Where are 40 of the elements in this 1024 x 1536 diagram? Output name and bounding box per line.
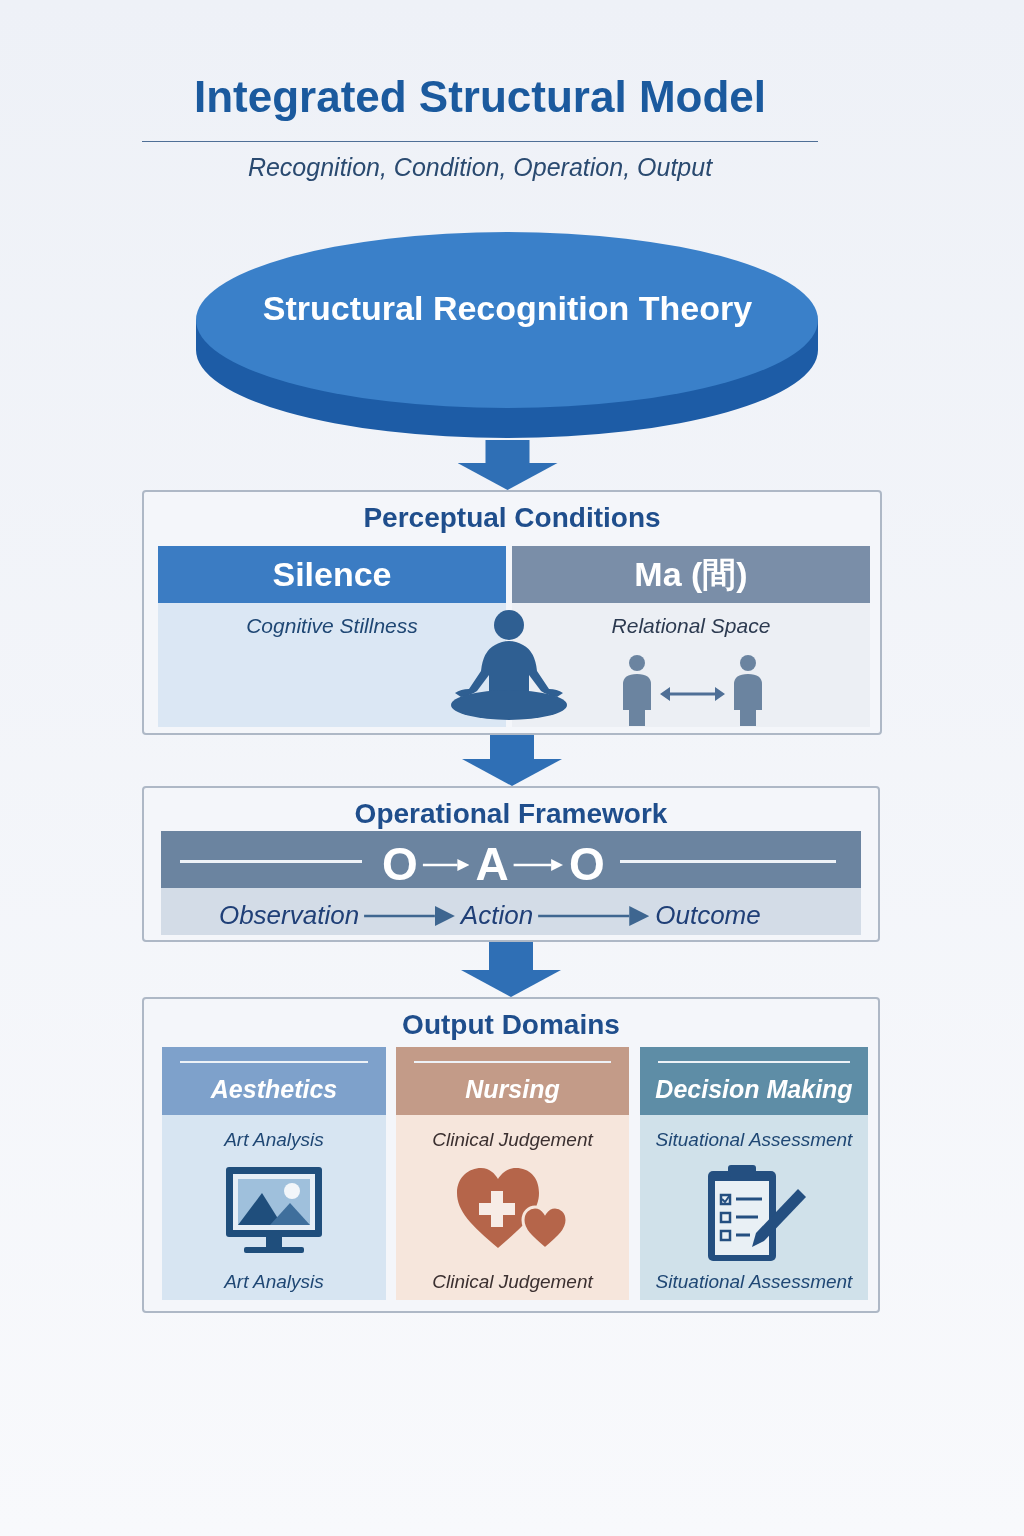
subtitle: Recognition, Condition, Operation, Output xyxy=(246,153,714,182)
domain-card xyxy=(396,1047,629,1300)
card-header: Nursing xyxy=(396,1047,629,1115)
arrow xyxy=(422,859,470,871)
card-subtitle: Relational Space xyxy=(610,614,772,638)
card-caption: Clinical Judgement xyxy=(431,1271,595,1293)
card-header: Decision Making xyxy=(640,1047,868,1115)
platform-title: Structural Recognition Theory xyxy=(261,289,754,328)
block-arrow xyxy=(457,440,558,490)
step-label: Outcome xyxy=(655,900,761,930)
card-header: Aesthetics xyxy=(162,1047,386,1115)
section-heading: Perceptual Conditions xyxy=(362,502,662,534)
section-heading: Operational Framework xyxy=(353,798,669,830)
step-label: Action xyxy=(460,900,534,930)
card-subtitle: Clinical Judgement xyxy=(431,1129,595,1151)
domain-card xyxy=(162,1047,386,1300)
step-label: Observation xyxy=(218,900,360,930)
card-header: Silence xyxy=(158,546,506,603)
section-panel xyxy=(142,997,880,1313)
card-header: Ma (間) xyxy=(512,546,870,603)
arrow xyxy=(364,906,455,926)
sequence-letter: O xyxy=(382,839,418,889)
card-subtitle: Cognitive Stillness xyxy=(245,614,419,638)
arrow xyxy=(513,859,564,871)
condition-card xyxy=(512,546,870,727)
section-panel xyxy=(142,490,882,735)
card-caption: Situational Assessment xyxy=(654,1271,854,1293)
section-panel xyxy=(142,786,880,942)
block-arrow xyxy=(461,942,561,997)
arrow xyxy=(538,906,650,926)
diagram-title: Integrated Structural Model xyxy=(192,72,768,122)
card-subtitle: Art Analysis xyxy=(222,1129,325,1151)
sequence-letter: A xyxy=(475,839,509,889)
sequence-letter: O xyxy=(569,839,605,889)
card-subtitle: Situational Assessment xyxy=(654,1129,854,1151)
domain-card xyxy=(640,1047,868,1300)
card-caption: Art Analysis xyxy=(222,1271,325,1293)
section-heading: Output Domains xyxy=(401,1009,621,1041)
condition-card xyxy=(158,546,506,727)
block-arrow xyxy=(462,735,562,786)
